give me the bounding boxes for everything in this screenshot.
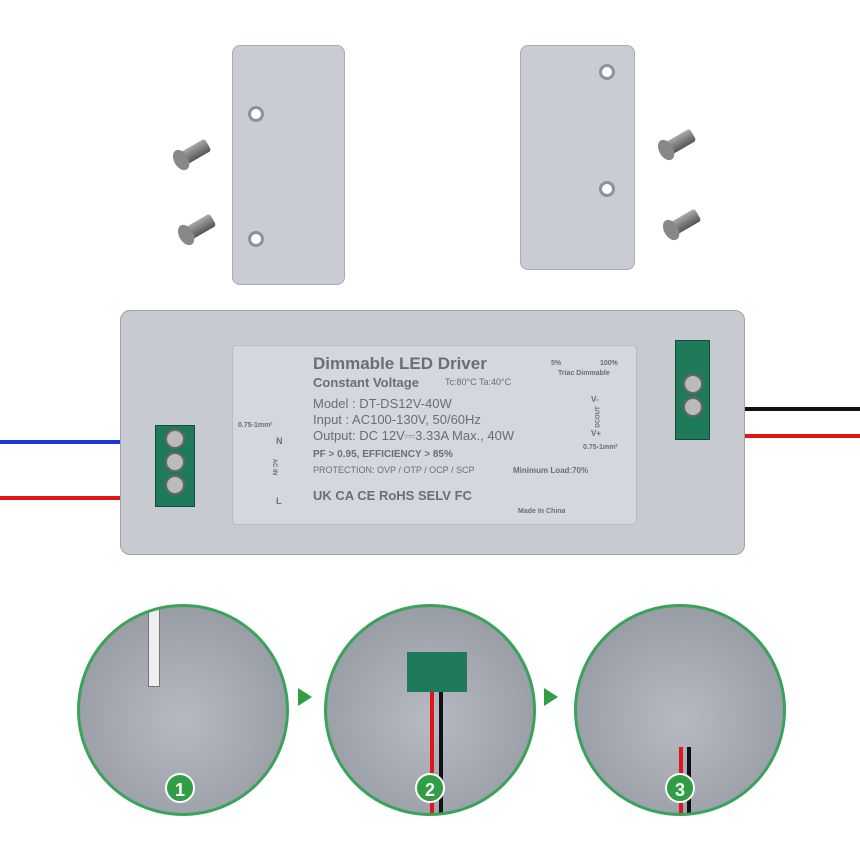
dim-max: 100% xyxy=(600,360,618,367)
ac-in-label: AC IN xyxy=(271,458,278,476)
arrow-right-icon xyxy=(298,688,312,706)
step-1-photo xyxy=(77,604,289,816)
product-label: Dimmable LED Driver Constant Voltage Tc:… xyxy=(232,345,637,525)
red-wire-input xyxy=(0,496,165,500)
label-subtitle: Constant Voltage xyxy=(313,375,419,390)
red-wire-output xyxy=(705,434,860,438)
step-badge-2: 2 xyxy=(415,773,445,803)
output-terminal-block xyxy=(675,340,710,440)
cert-marks: UK CA CE RoHS SELV FC xyxy=(313,488,472,503)
input-terminal-block xyxy=(155,425,195,507)
screw-icon xyxy=(178,138,212,166)
label-made-in: Made In China xyxy=(518,508,566,515)
screw-icon xyxy=(668,208,702,236)
wire-gauge-in: 0.75-1mm² xyxy=(238,422,273,429)
dc-out-label: DCOUT xyxy=(595,406,602,428)
blue-wire xyxy=(0,440,165,444)
terminal-v-pos: V+ xyxy=(591,429,602,438)
label-temps: Tc:80°C Ta:40°C xyxy=(445,377,512,387)
step-badge-3: 3 xyxy=(665,773,695,803)
terminal-n: N xyxy=(276,436,283,446)
dim-min: 5% xyxy=(551,360,562,367)
wire-gauge-out: 0.75-1mm² xyxy=(583,444,618,451)
step-badge-1: 1 xyxy=(165,773,195,803)
label-input: Input : AC100-130V, 50/60Hz xyxy=(313,412,481,427)
label-min-load: Minimum Load:70% xyxy=(513,466,589,475)
terminal-l: L xyxy=(276,496,282,506)
label-pf: PF > 0.95, EFFICIENCY > 85% xyxy=(313,449,453,460)
label-output: Output: DC 12V⎓3.33A Max., 40W xyxy=(313,428,515,443)
label-model: Model : DT-DS12V-40W xyxy=(313,396,452,411)
arrow-right-icon xyxy=(544,688,558,706)
screw-icon xyxy=(663,128,697,156)
black-wire xyxy=(705,407,860,411)
label-title: Dimmable LED Driver xyxy=(313,354,487,373)
dim-type: Triac Dimmable xyxy=(558,370,610,377)
label-protection: PROTECTION: OVP / OTP / OCP / SCP xyxy=(313,465,475,475)
screw-icon xyxy=(183,213,217,241)
terminal-v-neg: V- xyxy=(591,395,599,404)
end-cap-left xyxy=(232,45,345,285)
end-cap-right xyxy=(520,45,635,270)
